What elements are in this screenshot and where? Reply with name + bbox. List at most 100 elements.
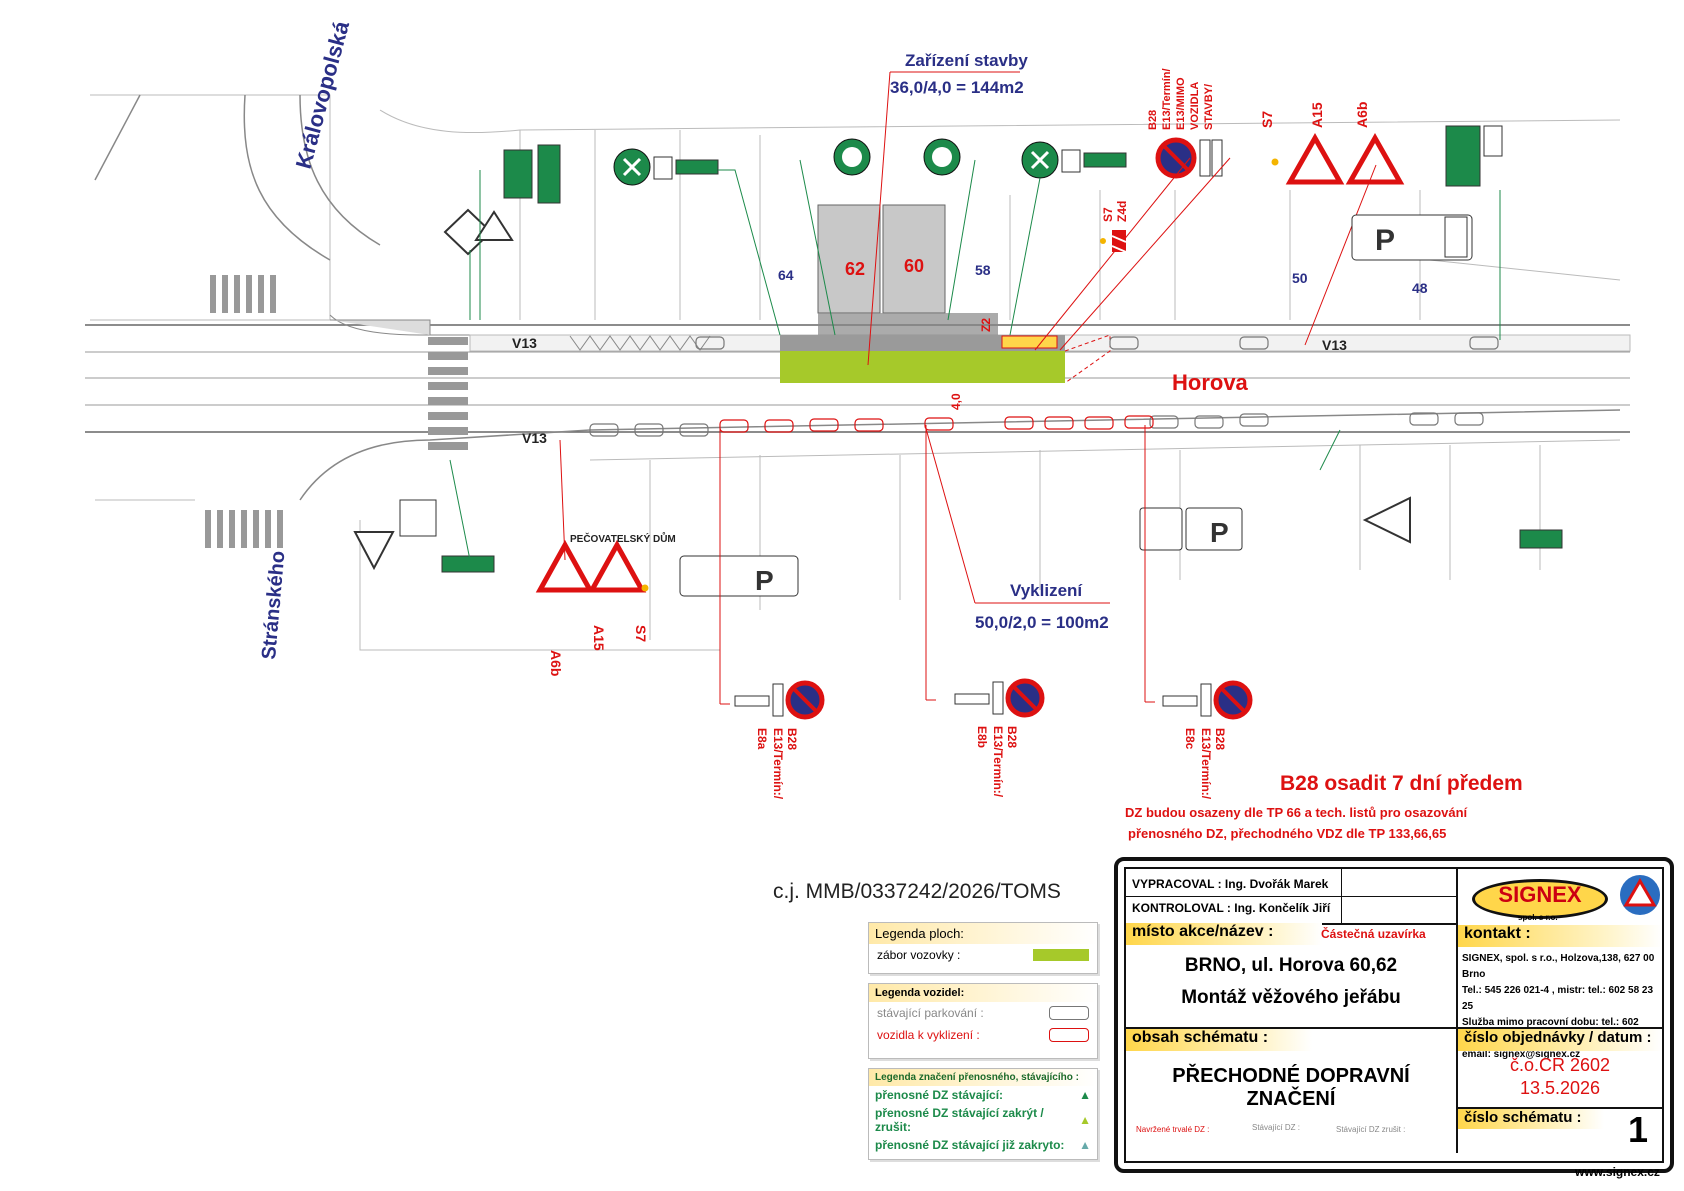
legend-parkovani: stávající parkování : (877, 1006, 984, 1020)
lb28-c-e8: E8c (1183, 728, 1197, 750)
svg-text:P: P (755, 565, 774, 596)
datum-value: 13.5.2026 (1519, 1078, 1601, 1098)
legend-zabor-label: zábor vozovky : (877, 948, 961, 962)
misto-label: místo akce/název : (1126, 923, 1322, 945)
action-line-1: BRNO, ul. Horova 60,62 (1184, 955, 1398, 976)
b28-top-group: B28 E13/Termín/ E13/MIMO VOZIDLA STAVBY/ (1034, 68, 1231, 351)
bldg-no-64: 64 (778, 267, 794, 283)
lower-b28-signs: B28 E13/Termín:/ E8a B28 E13/Termín:/ E8… (719, 425, 1253, 800)
lb28-b-e8: E8b (975, 726, 989, 748)
legend-dz-b: přenosné DZ stávající zakrýt / zrušit: (875, 1106, 1044, 1134)
priority-sign-top (443, 208, 514, 256)
action-line-2: Montáž věžového jeřábu (1181, 987, 1401, 1008)
lot-lines (90, 94, 1621, 651)
lb28-a-b28: B28 (785, 728, 799, 750)
building-footprint (818, 313, 998, 335)
narrowing-warning-icon (1345, 132, 1405, 185)
stavajici-zrusit-label: Stávající DZ zrušit : (1336, 1125, 1406, 1134)
a15-a6b-top-group: S7 A15 A6b (1259, 102, 1405, 346)
bottom-right-sign-group: P (1139, 496, 1563, 551)
triangle-yellow-icon: ▲ (1079, 1113, 1091, 1127)
svg-text:P: P (1210, 517, 1229, 548)
lb28-a-e8: E8a (755, 728, 769, 750)
kontakt-1: Tel.: 545 226 021-4 , mistr: tel.: 602 5… (1462, 985, 1654, 1012)
bldg-no-60: 60 (904, 256, 924, 276)
b28-note: B28 osadit 7 dní předem (1280, 772, 1523, 795)
roadwork-warning-icon-bottom (587, 539, 647, 593)
bottom-left-sign-group: A6b A15 S7 PEČOVATELSKÝ DŮM P (353, 439, 799, 676)
a15-top: A15 (1309, 102, 1325, 128)
kralovopolska-road (94, 94, 381, 261)
zabor-swatch (1033, 949, 1089, 961)
vypracoval-label: VYPRACOVAL (1132, 877, 1215, 891)
signex-logo: SIGNEX (1498, 882, 1582, 907)
schema-area: číslo schématu : 1 (1458, 1109, 1662, 1153)
b28-stack-1: E13/Termín/ (1161, 68, 1173, 130)
green-leaders (449, 159, 1501, 561)
lb28-a-e13: E13/Termín:/ (771, 728, 785, 800)
kontakt-label: kontakt : (1458, 925, 1662, 947)
z4d-label: Z4d (1115, 201, 1129, 222)
kontroloval-value: : Ing. Končelík Jiří (1226, 901, 1331, 915)
legend-dz-title: Legenda značení přenosného, stávajícího … (869, 1069, 1097, 1086)
a15-bottom: A15 (591, 625, 607, 651)
obsah-value: PŘECHODNÉ DOPRAVNÍ ZNAČENÍ (1172, 1065, 1410, 1110)
bldg-no-48: 48 (1412, 280, 1428, 296)
z2-barrier (1001, 335, 1058, 349)
kontakt-0: SIGNEX, spol. s r.o., Holzova,138, 627 0… (1462, 953, 1655, 980)
title-block: VYPRACOVAL : Ing. Dvořák Marek KONTROLOV… (1114, 857, 1674, 1173)
logo-area: SIGNEX spol. s r.o. (1458, 869, 1662, 923)
obsah-label: obsah schématu : (1126, 1029, 1312, 1051)
web-url[interactable]: www.signex.cz (1575, 1165, 1660, 1179)
obsah-area: obsah schématu : PŘECHODNÉ DOPRAVNÍ ZNAČ… (1126, 1029, 1458, 1153)
legend-plochy: Legenda ploch: zábor vozovky : (868, 922, 1098, 974)
misto-row: místo akce/název : Částečná uzavírka BRN… (1126, 923, 1458, 1029)
v13-label-2: V13 (1322, 337, 1347, 353)
lb28-c-e13: E13/Termín:/ (1199, 728, 1213, 800)
construction-zone (780, 335, 1065, 351)
signex-logo-sub: spol. s r.o. (1518, 913, 1558, 922)
kontakt-3: email: signex@signex.cz (1462, 1049, 1581, 1060)
v13-label-3: V13 (522, 430, 547, 446)
building-62 (817, 204, 881, 314)
vyklizeni-title: Vyklizení (1010, 581, 1083, 600)
b28-stack-4: STAVBY/ (1203, 84, 1215, 130)
lb28-c-b28: B28 (1213, 728, 1227, 750)
b28-stack-2: E13/MIMO (1175, 77, 1187, 130)
parking-zone-sign-right: P (1351, 214, 1473, 261)
legend-vyklizeni: vozidla k vyklizení : (877, 1028, 980, 1042)
street-kralovopolska: Královopolská (291, 18, 355, 172)
navrzene-label: Navržené trvalé DZ : (1136, 1125, 1210, 1134)
a6b-top: A6b (1354, 102, 1370, 128)
pedestrian-crossings (205, 275, 468, 548)
give-way-icon (353, 531, 395, 571)
a6b-bottom: A6b (548, 650, 564, 676)
parking-zone-sign-left (679, 555, 799, 597)
vyklizeni-calc: 50,0/2,0 = 100m2 (975, 613, 1109, 632)
legend-dz: Legenda značení přenosného, stávajícího … (868, 1068, 1098, 1160)
legend-vozidel: Legenda vozidel: stávající parkování : v… (868, 983, 1098, 1059)
pecovatelsky-label: PEČOVATELSKÝ DŮM (570, 531, 676, 545)
objednavka-label: číslo objednávky / datum : (1458, 1029, 1662, 1051)
legend-dz-a: přenosné DZ stávající: (875, 1088, 1004, 1102)
z2-label: Z2 (979, 318, 993, 332)
street-horova: Horova (1172, 370, 1249, 395)
info-sign-icon (503, 149, 533, 199)
roadwork-warning-icon (1285, 132, 1345, 185)
dim-4-0: 4,0 (949, 393, 963, 410)
schema-number: 1 (1627, 1109, 1648, 1150)
schema-label: číslo schématu : (1458, 1109, 1604, 1129)
lb28-b-b28: B28 (1005, 726, 1019, 748)
bldg-no-62: 62 (845, 259, 865, 279)
triangle-covered-icon: ▲ (1079, 1138, 1091, 1152)
zarizeni-calc: 36,0/4,0 = 144m2 (890, 78, 1024, 97)
legend-plochy-title: Legenda ploch: (869, 923, 1097, 944)
s7-z4d: S7 (1101, 207, 1115, 222)
car-red-icon (1049, 1028, 1089, 1042)
s7-top: S7 (1259, 111, 1275, 128)
misto-value: Částečná uzavírka (1321, 927, 1426, 941)
building-60 (882, 204, 946, 314)
green-sign-group-top (503, 125, 1503, 204)
kontakt-area: kontakt : SIGNEX, spol. s r.o., Holzova,… (1458, 925, 1662, 1060)
